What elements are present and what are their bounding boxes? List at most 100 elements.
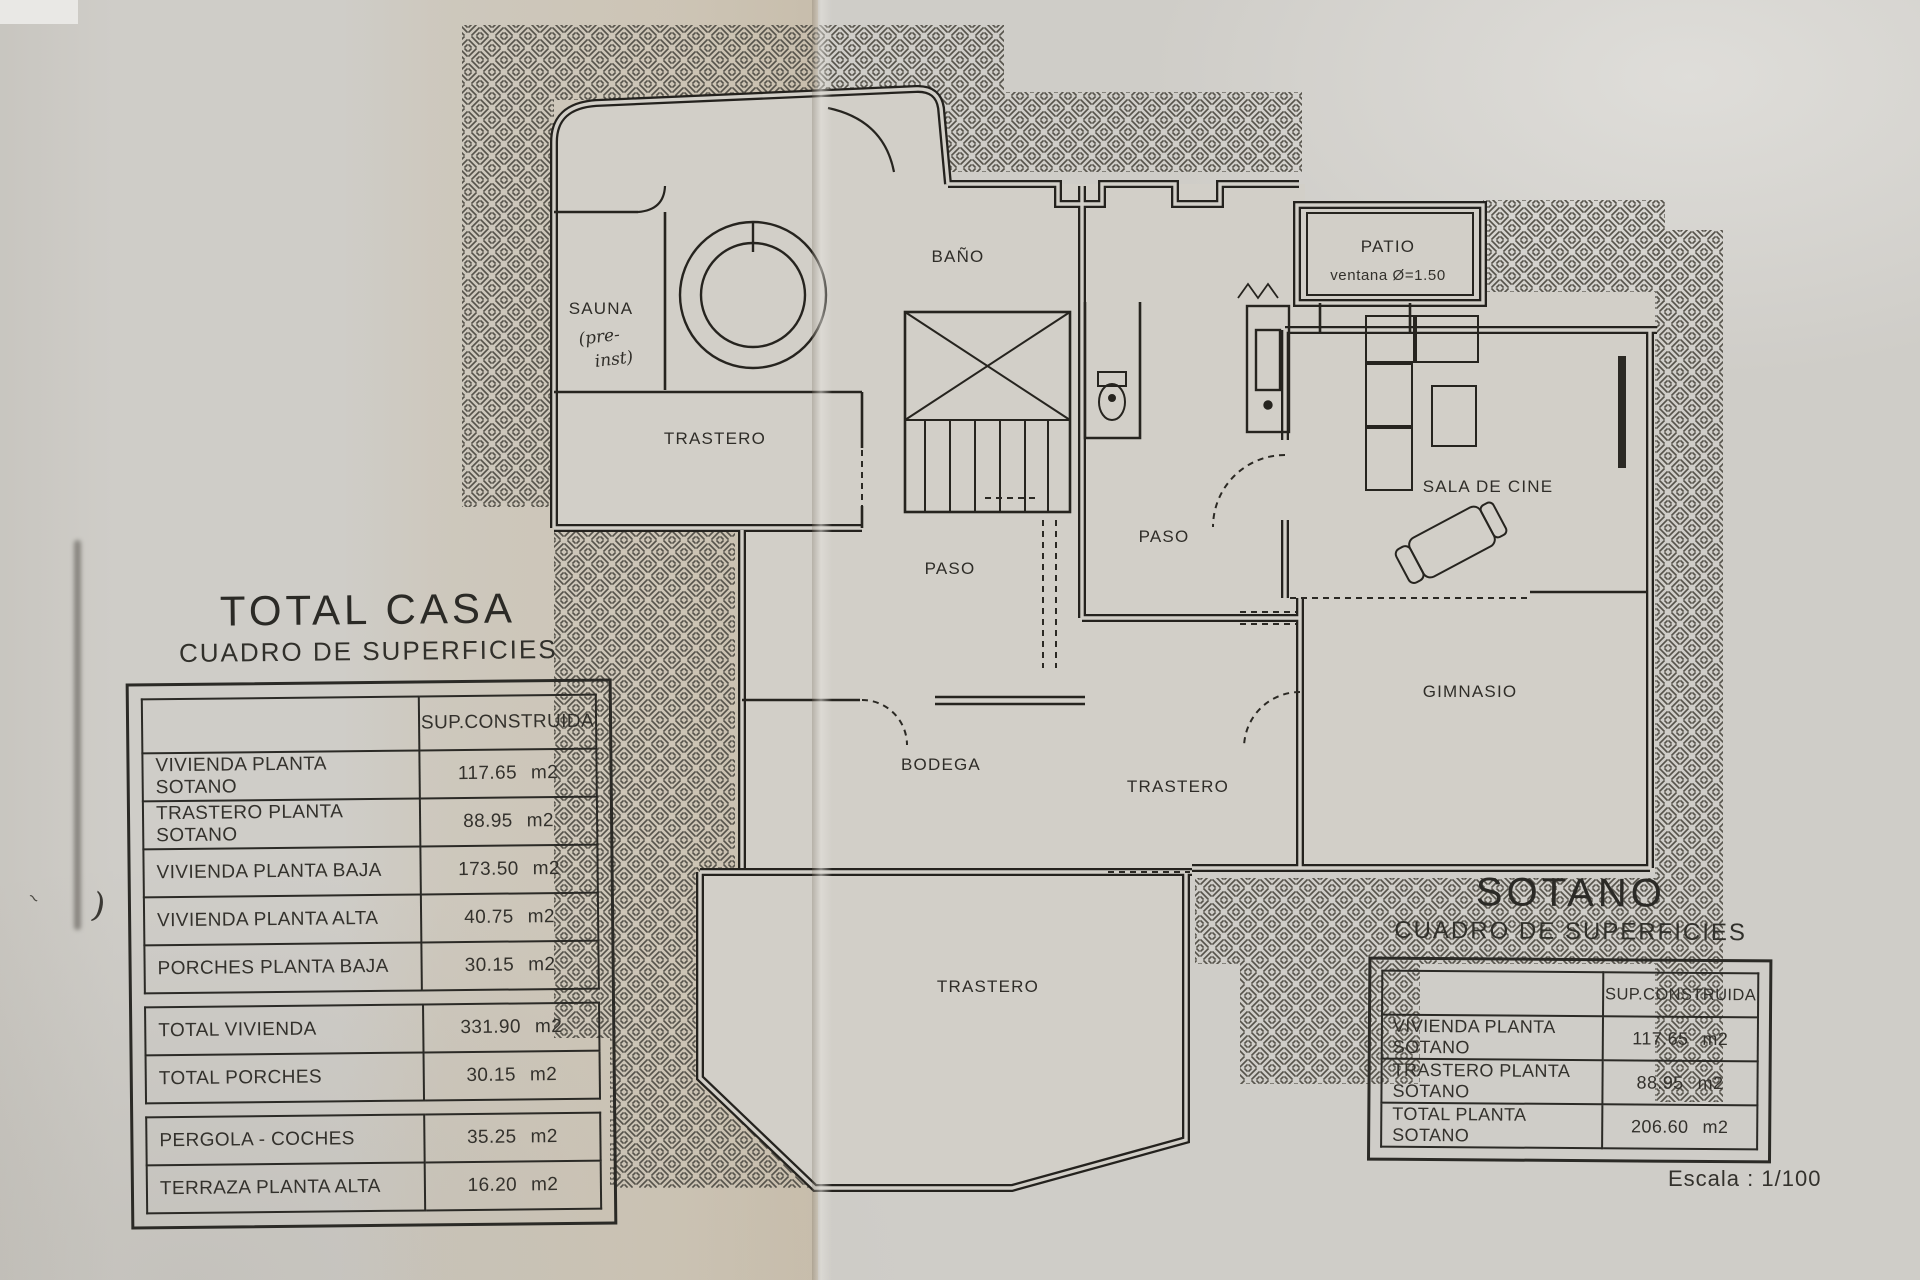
row-label: TRASTERO PLANTA SOTANO bbox=[1381, 1058, 1603, 1105]
total-casa-subtitle: CUADRO DE SUPERFICIES bbox=[178, 634, 558, 669]
room-label-bano: BAÑO bbox=[932, 247, 985, 266]
table-row: VIVIENDA PLANTA SOTANO 117.65 m2 bbox=[1381, 1014, 1759, 1062]
value-number: 88.95 bbox=[463, 810, 513, 833]
room-label-patio: PATIO bbox=[1361, 237, 1416, 256]
room-label-sauna: SAUNA bbox=[569, 299, 634, 318]
value-unit: m2 bbox=[526, 810, 555, 832]
sofa-icon bbox=[1365, 315, 1479, 491]
room-label-paso-right: PASO bbox=[1139, 527, 1190, 546]
value-unit: m2 bbox=[1702, 1116, 1729, 1137]
value-number: 117.65 bbox=[1632, 1027, 1689, 1049]
staircase bbox=[904, 311, 1071, 512]
table-row: TRASTERO PLANTA SOTANO 88.95 m2 bbox=[1381, 1058, 1758, 1106]
row-label: VIVIENDA PLANTA ALTA bbox=[143, 894, 422, 946]
row-value: 117.65 m2 bbox=[1602, 1016, 1759, 1062]
row-label: VIVIENDA PLANTA BAJA bbox=[143, 846, 421, 898]
row-label: TRASTERO PLANTA SOTANO bbox=[142, 798, 421, 850]
room-label-paso-left: PASO bbox=[925, 559, 976, 578]
value-number: 40.75 bbox=[464, 906, 514, 929]
cinema-screen bbox=[1618, 356, 1626, 468]
header-sup-construida: SUP.CONSTRUIDA bbox=[1602, 972, 1759, 1018]
sotano-title: SOTANO bbox=[1475, 870, 1666, 916]
row-value: 331.90 m2 bbox=[423, 1002, 600, 1053]
value-unit: m2 bbox=[1702, 1028, 1729, 1049]
value-number: 30.15 bbox=[464, 954, 515, 977]
sotano-group: SUP.CONSTRUIDA VIVIENDA PLANTA SOTANO 11… bbox=[1380, 969, 1760, 1151]
room-label-gimnasio: GIMNASIO bbox=[1423, 682, 1518, 701]
toilet-icon bbox=[1097, 371, 1127, 421]
total-casa-group-totals: TOTAL VIVIENDA 331.90 m2 TOTAL PORCHES 30… bbox=[144, 1001, 602, 1105]
value-unit: m2 bbox=[532, 858, 561, 880]
room-label-sala-de-cine: SALA DE CINE bbox=[1423, 477, 1554, 496]
table-row: VIVIENDA PLANTA BAJA 173.50 m2 bbox=[143, 844, 598, 898]
row-value: 88.95 m2 bbox=[1602, 1060, 1758, 1106]
shower-unit-icon bbox=[1237, 282, 1291, 434]
table-header-row: SUP.CONSTRUIDA bbox=[1382, 970, 1759, 1018]
row-label: TERRAZA PLANTA ALTA bbox=[146, 1162, 426, 1214]
value-unit: m2 bbox=[1697, 1072, 1724, 1093]
row-value: 40.75 m2 bbox=[420, 892, 599, 943]
door-arcs bbox=[637, 106, 896, 214]
row-label: PORCHES PLANTA BAJA bbox=[144, 942, 422, 994]
row-label: TOTAL VIVIENDA bbox=[145, 1004, 424, 1056]
table-row: TOTAL VIVIENDA 331.90 m2 bbox=[145, 1002, 600, 1056]
table-header-row: SUP.CONSTRUIDA bbox=[141, 694, 597, 754]
sotano-subtitle: CUADRO DE SUPERFICIES bbox=[1394, 916, 1748, 947]
patio-window-note: ventana Ø=1.50 bbox=[1330, 267, 1446, 284]
total-casa-group-main: SUP.CONSTRUIDA VIVIENDA PLANTA SOTANO 11… bbox=[140, 693, 600, 995]
value-number: 206.60 bbox=[1630, 1115, 1689, 1137]
row-value: 88.95 m2 bbox=[419, 796, 598, 847]
header-empty-cell bbox=[141, 696, 420, 754]
row-value: 206.60 m2 bbox=[1602, 1104, 1758, 1150]
row-label: TOTAL PORCHES bbox=[145, 1052, 425, 1104]
dashed-lines bbox=[861, 450, 1530, 873]
row-label: VIVIENDA PLANTA SOTANO bbox=[1381, 1014, 1603, 1061]
row-value: 35.25 m2 bbox=[424, 1112, 601, 1163]
row-label: TOTAL PLANTA SOTANO bbox=[1381, 1102, 1603, 1149]
total-casa-title: TOTAL CASA bbox=[219, 584, 517, 635]
total-casa-table: TOTAL CASA CUADRO DE SUPERFICIES SUP.CON… bbox=[125, 584, 618, 1230]
row-label: VIVIENDA PLANTA SOTANO bbox=[142, 750, 420, 802]
header-empty-cell bbox=[1382, 970, 1604, 1017]
sotano-table: SOTANO CUADRO DE SUPERFICIES SUP.CONSTRU… bbox=[1366, 870, 1773, 1164]
value-number: 16.20 bbox=[467, 1174, 518, 1197]
value-unit: m2 bbox=[534, 1016, 563, 1038]
value-unit: m2 bbox=[527, 906, 556, 928]
value-number: 173.50 bbox=[458, 858, 519, 881]
room-label-trastero-bottom: TRASTERO bbox=[937, 977, 1039, 996]
table-row: VIVIENDA PLANTA ALTA 40.75 m2 bbox=[143, 892, 599, 946]
total-casa-outer-box: SUP.CONSTRUIDA VIVIENDA PLANTA SOTANO 11… bbox=[125, 678, 618, 1230]
value-number: 30.15 bbox=[466, 1064, 517, 1087]
sauna-note-line2: inst) bbox=[594, 347, 635, 372]
scale-label: Escala : 1/100 bbox=[1668, 1166, 1822, 1191]
value-number: 35.25 bbox=[466, 1126, 517, 1149]
hatch-regions bbox=[462, 25, 1723, 1188]
value-number: 117.65 bbox=[457, 762, 518, 785]
table-row: TRASTERO PLANTA SOTANO 88.95 m2 bbox=[142, 796, 598, 850]
row-value: 16.20 m2 bbox=[424, 1160, 602, 1211]
value-unit: m2 bbox=[530, 1126, 558, 1148]
value-number: 88.95 bbox=[1636, 1071, 1684, 1093]
room-label-bodega: BODEGA bbox=[901, 755, 981, 774]
interior-walls bbox=[554, 210, 1648, 706]
room-label-trastero-top: TRASTERO bbox=[664, 429, 766, 448]
table-row: TERRAZA PLANTA ALTA 16.20 m2 bbox=[146, 1160, 602, 1214]
sotano-outer-box: SUP.CONSTRUIDA VIVIENDA PLANTA SOTANO 11… bbox=[1366, 956, 1773, 1164]
value-number: 331.90 bbox=[460, 1016, 522, 1039]
row-value: 173.50 m2 bbox=[420, 844, 598, 895]
room-label-trastero-center: TRASTERO bbox=[1127, 777, 1229, 796]
outer-walls-inner bbox=[552, 87, 1657, 1190]
header-sup-construida: SUP.CONSTRUIDA bbox=[418, 694, 597, 751]
value-unit: m2 bbox=[530, 1174, 559, 1196]
table-row: TOTAL PLANTA SOTANO 206.60 m2 bbox=[1381, 1102, 1758, 1150]
room-labels: BAÑO SAUNA (pre- inst) TRASTERO PATIO ve… bbox=[569, 237, 1554, 996]
